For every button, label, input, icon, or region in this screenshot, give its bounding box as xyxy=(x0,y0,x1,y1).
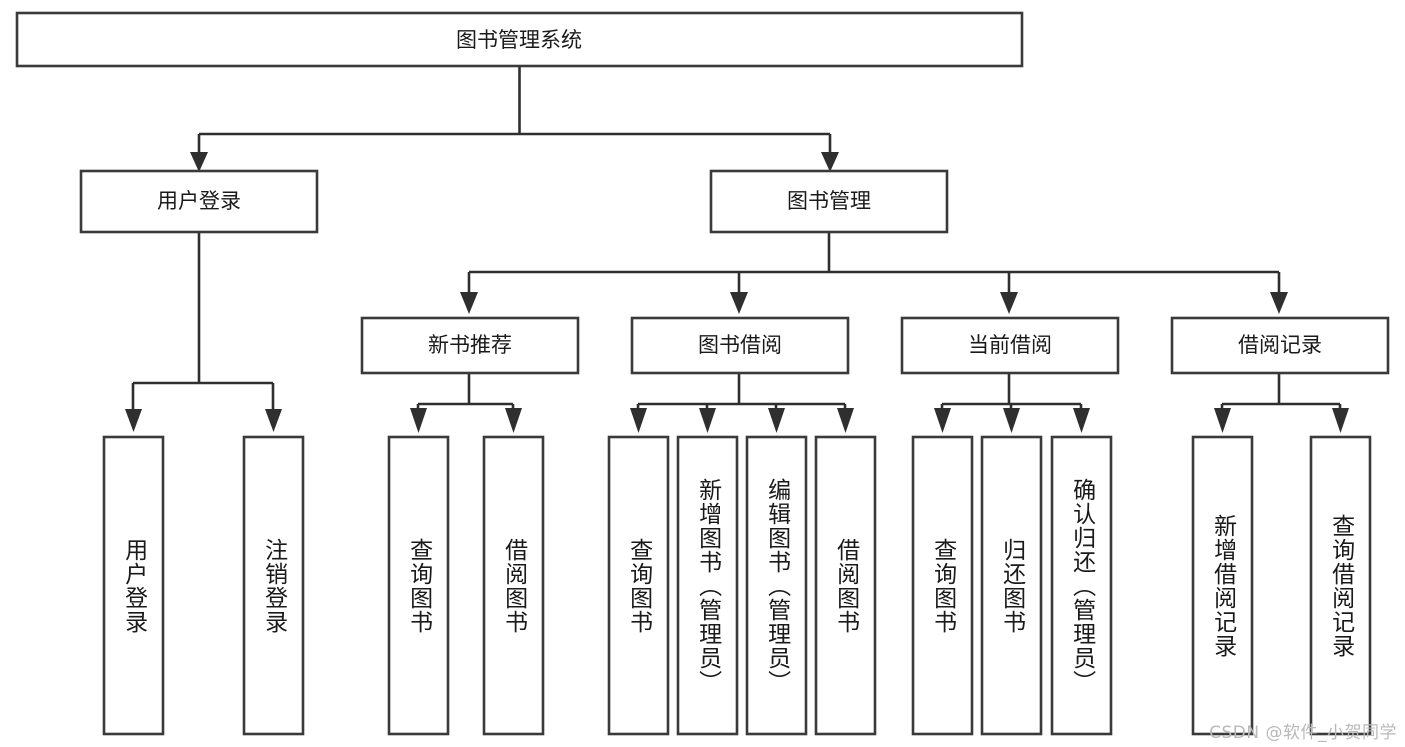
node-book-manage[interactable]: 图书管理 xyxy=(709,169,949,234)
node-book-manage-box[interactable] xyxy=(709,169,949,234)
node-root-label: 图书管理系统 xyxy=(456,28,582,52)
node-book-borrow-box[interactable] xyxy=(630,316,850,375)
leaf-query-book-2-box[interactable] xyxy=(607,435,670,736)
node-new-book-recommend[interactable]: 新书推荐 xyxy=(360,316,580,375)
node-current-borrow[interactable]: 当前借阅 xyxy=(900,316,1120,375)
node-user-login-box[interactable] xyxy=(79,169,319,234)
node-new-book-recommend-box[interactable] xyxy=(360,316,580,375)
arrowhead-new-book-recommend xyxy=(460,292,478,314)
arrowhead-borrow-record xyxy=(1270,292,1288,314)
arrowhead-leaf-confirm-return xyxy=(1073,408,1090,433)
node-borrow-record[interactable]: 借阅记录 xyxy=(1170,316,1390,375)
arrowhead-leaf-query-book-1 xyxy=(410,408,427,433)
arrowhead-leaf-add-book xyxy=(699,408,716,433)
leaf-add-record-box[interactable] xyxy=(1191,435,1254,736)
arrowhead-book-borrow xyxy=(730,292,748,314)
arrowhead-current-borrow xyxy=(1000,292,1018,314)
node-borrow-record-box[interactable] xyxy=(1170,316,1390,375)
connector-group-borrow-record xyxy=(1214,373,1349,433)
node-book-borrow-label: 图书借阅 xyxy=(698,333,782,357)
node-current-borrow-label: 当前借阅 xyxy=(968,333,1052,357)
leaf-query-book-1-box[interactable] xyxy=(387,435,450,736)
leaf-borrow-book-2-box[interactable] xyxy=(814,435,877,736)
leaf-add-book-box[interactable] xyxy=(676,435,739,736)
leaf-edit-book-box[interactable] xyxy=(745,435,808,736)
arrowhead-leaf-user-login xyxy=(125,409,142,432)
arrowhead-leaf-add-record xyxy=(1214,408,1231,433)
leaf-confirm-return-box[interactable] xyxy=(1050,435,1113,736)
leaf-boxes xyxy=(102,435,1372,736)
node-new-book-recommend-label: 新书推荐 xyxy=(428,333,512,357)
node-current-borrow-box[interactable] xyxy=(900,316,1120,375)
leaf-return-book-box[interactable] xyxy=(980,435,1043,736)
arrowhead-leaf-return-book xyxy=(1003,408,1020,433)
node-root[interactable]: 图书管理系统 xyxy=(15,11,1024,68)
node-book-manage-label: 图书管理 xyxy=(787,189,871,213)
arrowhead-leaf-borrow-book-1 xyxy=(505,408,522,433)
arrowhead-leaf-logout-login xyxy=(265,409,282,432)
leaf-query-record-box[interactable] xyxy=(1309,435,1372,736)
node-root-box[interactable] xyxy=(15,11,1024,68)
arrowhead-leaf-borrow-book-2 xyxy=(837,408,854,433)
arrowhead-leaf-query-book-3 xyxy=(934,408,951,433)
connector-group-book-borrow xyxy=(630,373,854,433)
arrowhead-leaf-query-book-2 xyxy=(630,408,647,433)
leaf-logout-login-box[interactable] xyxy=(242,435,305,736)
leaf-user-login-box[interactable] xyxy=(102,435,165,736)
leaf-borrow-book-1-box[interactable] xyxy=(482,435,545,736)
arrowhead-leaf-query-record xyxy=(1332,408,1349,433)
node-borrow-record-label: 借阅记录 xyxy=(1238,333,1322,357)
connector-group-new-book-recommend xyxy=(410,373,522,433)
node-book-borrow[interactable]: 图书借阅 xyxy=(630,316,850,375)
arrowhead-book-manage xyxy=(821,152,839,172)
connector-group-current-borrow xyxy=(934,373,1090,433)
node-user-login-label: 用户登录 xyxy=(157,189,241,213)
leaf-query-book-3-box[interactable] xyxy=(911,435,974,736)
arrowhead-user-login xyxy=(190,152,208,172)
connector-group-user-login xyxy=(125,232,282,432)
csdn-watermark: CSDN @软件_小贺同学 xyxy=(1209,723,1397,743)
node-user-login[interactable]: 用户登录 xyxy=(79,169,319,234)
connector-group-root xyxy=(190,66,839,172)
arrowhead-leaf-edit-book xyxy=(768,408,785,433)
connector-group-book-manage xyxy=(460,232,1288,314)
